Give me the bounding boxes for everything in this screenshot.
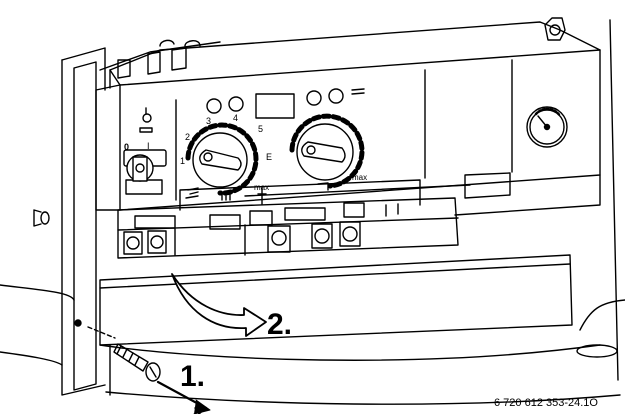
- right-temperature-dial[interactable]: [289, 113, 365, 189]
- left-dial-scale-1: 1: [180, 156, 185, 166]
- left-dial-scale-4: 4: [233, 113, 238, 123]
- main-switch-on-label: I: [147, 141, 150, 151]
- hanger-hook: [544, 17, 566, 41]
- right-dial-scale-max: max: [352, 173, 367, 182]
- left-dial-scale-2: 2: [185, 132, 190, 142]
- main-switch-knob[interactable]: [126, 154, 154, 182]
- step-2-arrow: [171, 273, 267, 337]
- left-dial-scale-3: 3: [206, 116, 211, 126]
- pressure-gauge: [526, 106, 568, 148]
- left-temperature-dial[interactable]: [185, 122, 259, 196]
- step-1-label: 1.: [180, 360, 205, 393]
- fixing-screw: [113, 343, 161, 382]
- function-symbols: [185, 182, 471, 205]
- main-switch-off-label: 0: [124, 142, 129, 152]
- terminal-strip: [117, 197, 459, 259]
- display-window: [255, 93, 295, 119]
- screw-hole: [74, 319, 82, 327]
- indicator-lamps: [206, 88, 365, 119]
- control-housing: [95, 21, 601, 216]
- left-dial-scale-max: max: [254, 183, 269, 192]
- left-dial-scale-e: E: [266, 152, 272, 162]
- step-1-arrow: [156, 380, 211, 414]
- cover-panel: [74, 254, 621, 405]
- boiler-casing: [0, 19, 625, 396]
- power-indicator: [142, 113, 152, 123]
- left-dial-scale-5: 5: [258, 124, 263, 134]
- figure-code: 6 720 612 353-24.1O: [494, 397, 598, 409]
- step-2-label: 2.: [267, 308, 292, 341]
- label-plate: [125, 179, 163, 195]
- top-clips: [99, 39, 221, 79]
